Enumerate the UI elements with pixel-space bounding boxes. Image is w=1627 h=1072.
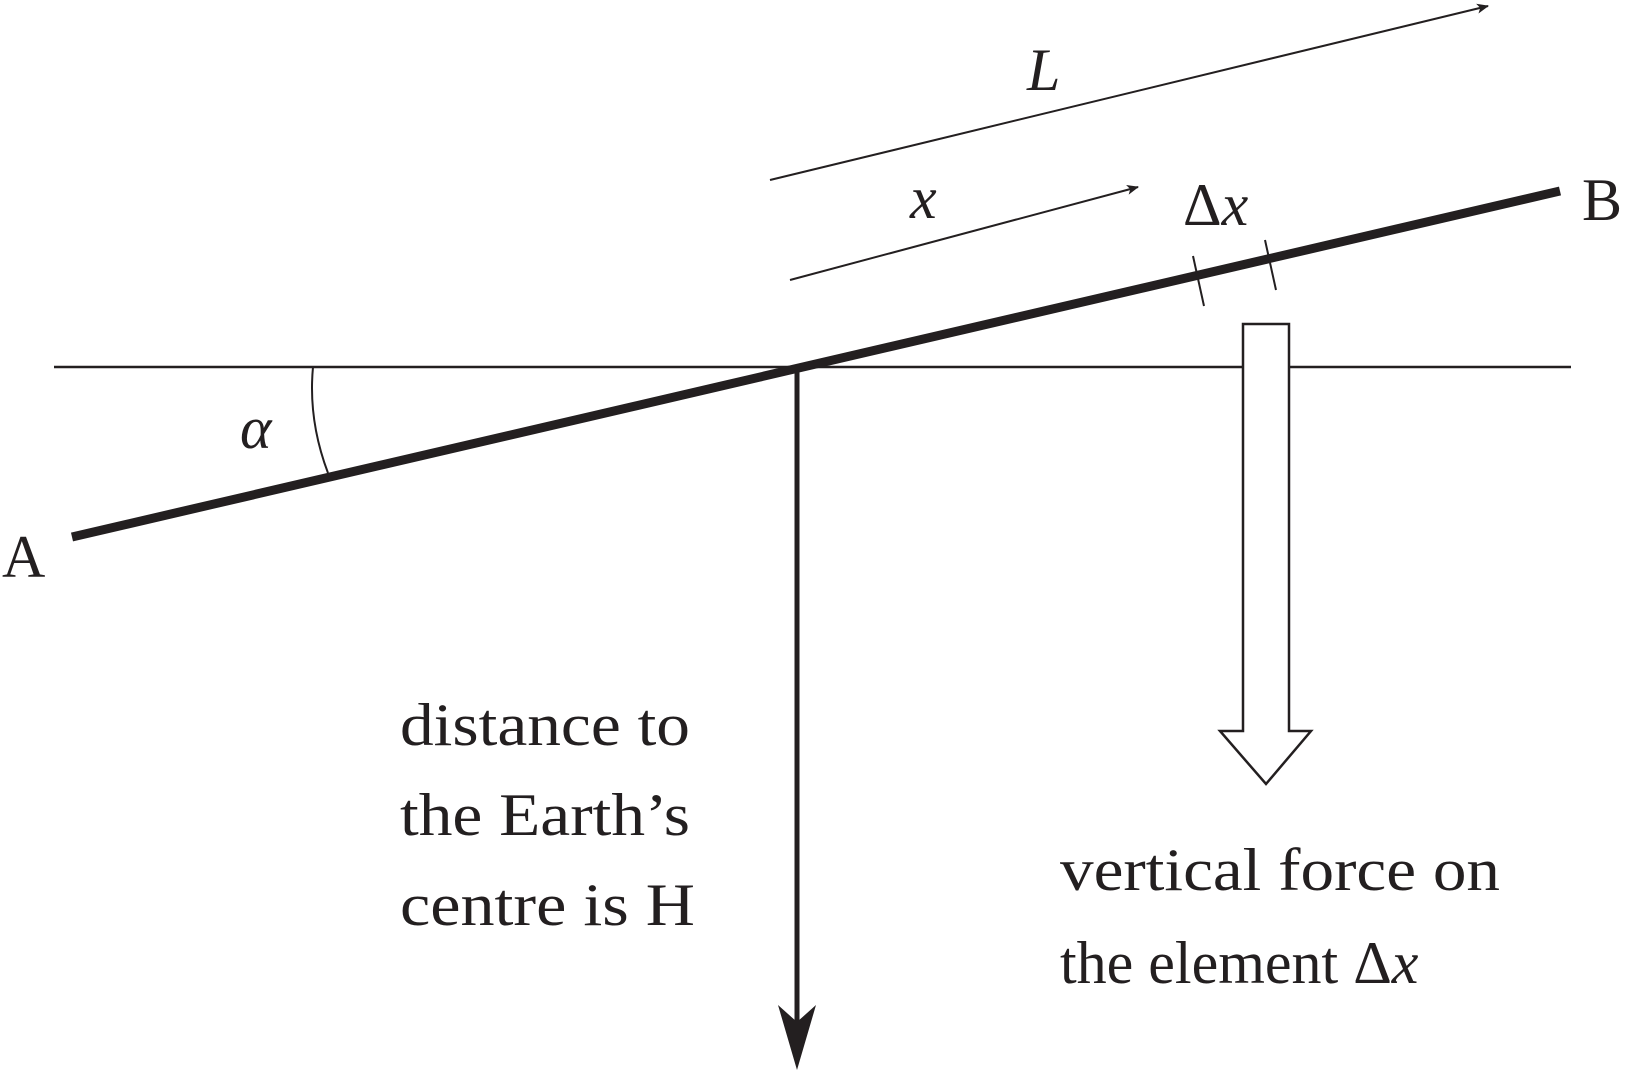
- label-element: Δx: [1183, 172, 1249, 238]
- label-element-var: x: [1221, 172, 1249, 238]
- label-length: L: [1026, 37, 1060, 103]
- position-arrow: [789, 185, 1139, 281]
- label-position: x: [909, 165, 937, 231]
- element-tick-right: [1264, 239, 1277, 291]
- distance-arrowhead: [778, 1005, 816, 1070]
- element-tick-left: [1192, 255, 1205, 307]
- label-distance-line1: distance to: [400, 692, 690, 758]
- label-angle: α: [240, 395, 273, 461]
- label-force-line2-delta: Δ: [1353, 930, 1392, 996]
- label-force-line2-text: the element: [1060, 930, 1353, 996]
- label-force-line2-var: x: [1391, 930, 1419, 996]
- length-arrow: [769, 3, 1489, 181]
- label-distance-line2: the Earth’s: [400, 782, 690, 848]
- label-force-line2: the element Δx: [1060, 930, 1419, 996]
- label-end-b: B: [1582, 167, 1622, 233]
- rod-ab: [70, 186, 1562, 542]
- label-distance-line3: centre is H: [400, 872, 695, 938]
- label-element-delta: Δ: [1183, 172, 1222, 238]
- force-arrow: [1217, 322, 1314, 786]
- label-force-line1: vertical force on: [1060, 837, 1500, 903]
- angle-arc: [311, 366, 329, 474]
- label-end-a: A: [2, 524, 45, 590]
